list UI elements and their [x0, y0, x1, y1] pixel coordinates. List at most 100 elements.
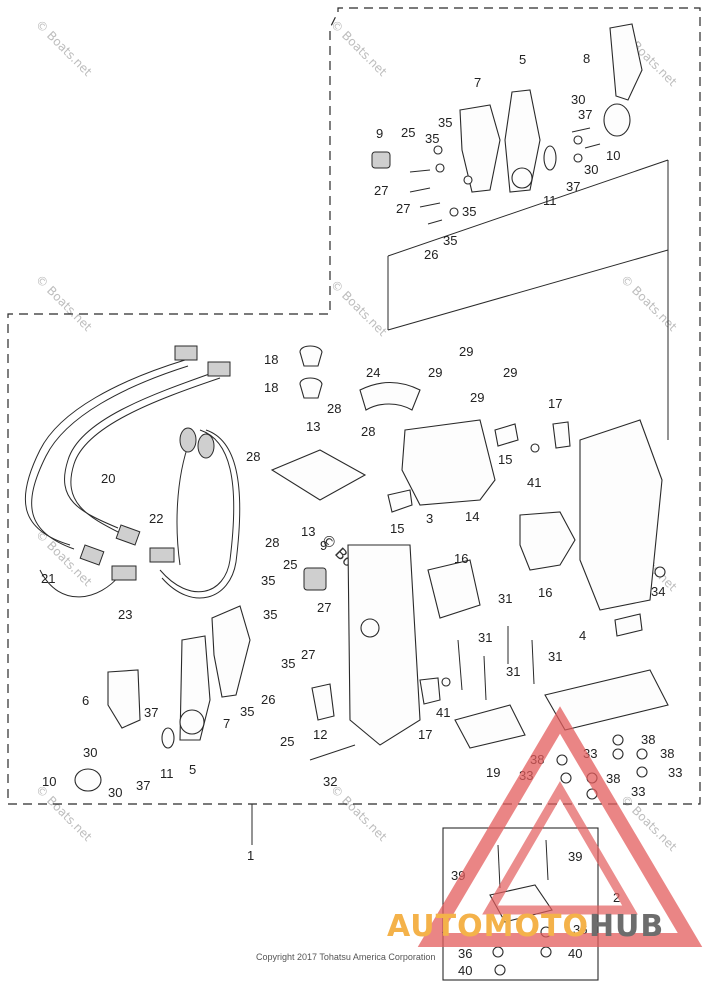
callout-24: 24	[366, 365, 380, 380]
gasket-19	[454, 704, 526, 749]
callout-3: 3	[426, 511, 433, 526]
callout-29: 29	[459, 344, 473, 359]
arm-hub-b	[179, 709, 205, 735]
housing-4	[579, 419, 663, 611]
grip-7	[459, 104, 501, 193]
callout-10: 10	[606, 148, 620, 163]
callout-11: 11	[543, 193, 557, 208]
callout-1: 1	[247, 848, 254, 863]
callout-18: 18	[264, 352, 278, 367]
callout-27: 27	[396, 201, 410, 216]
callout-9: 9	[320, 538, 327, 553]
callout-35: 35	[240, 704, 254, 719]
callout-8: 8	[583, 51, 590, 66]
callout-31: 31	[548, 649, 562, 664]
callout-35: 35	[462, 204, 476, 219]
callout-20: 20	[101, 471, 115, 486]
callout-9: 9	[376, 126, 383, 141]
callout-37: 37	[578, 107, 592, 122]
copyright-text: Copyright 2017 Tohatsu America Corporati…	[256, 952, 435, 962]
callout-25: 25	[280, 734, 294, 749]
connector	[111, 565, 137, 581]
callout-31: 31	[506, 664, 520, 679]
callout-35: 35	[425, 131, 439, 146]
logo-triangle-icon	[417, 706, 703, 947]
callout-27: 27	[301, 647, 315, 662]
watermark: © Boats.net	[328, 782, 390, 844]
bracket-17	[552, 421, 571, 449]
callout-38: 38	[641, 732, 655, 747]
callout-16: 16	[538, 585, 552, 600]
callout-40: 40	[458, 963, 472, 978]
callout-38: 38	[660, 746, 674, 761]
callout-6: 6	[82, 693, 89, 708]
clip-12	[311, 683, 335, 721]
brand-logo: AUTOMOTOHUB	[387, 706, 703, 947]
callout-40: 40	[568, 946, 582, 961]
shaft	[360, 618, 380, 638]
logo-text-auto: AUTOMOTO	[387, 909, 589, 944]
callout-26: 26	[261, 692, 275, 707]
callout-12: 12	[313, 727, 327, 742]
watermark-layer: © Boats.net © Boats.net © Boats.net © Bo…	[33, 17, 680, 854]
callout-14: 14	[465, 509, 479, 524]
cover-14	[401, 419, 496, 506]
grommet-18	[299, 345, 323, 367]
connector	[149, 547, 175, 563]
callout-11: 11	[160, 766, 174, 781]
control-box-3	[347, 544, 421, 746]
callout-29: 29	[503, 365, 517, 380]
clip-15b	[387, 489, 413, 513]
callout-37: 37	[566, 179, 580, 194]
plate-16b	[519, 511, 576, 571]
connector	[115, 524, 141, 546]
washer-11b	[161, 727, 175, 749]
logo-text-hub: HUB	[589, 909, 664, 944]
callout-36: 36	[458, 946, 472, 961]
callout-28: 28	[361, 424, 375, 439]
callout-31: 31	[498, 591, 512, 606]
callout-35: 35	[263, 607, 277, 622]
bracket-17b	[419, 677, 441, 705]
watermark: © Boats.net	[33, 272, 95, 334]
callout-29: 29	[428, 365, 442, 380]
callout-35: 35	[438, 115, 452, 130]
callout-28: 28	[265, 535, 279, 550]
wiring-harness	[24, 345, 241, 599]
callout-18: 18	[264, 380, 278, 395]
callout-32: 32	[323, 774, 337, 789]
callout-28: 28	[327, 401, 341, 416]
callout-33: 33	[631, 784, 645, 799]
bar-4	[614, 613, 643, 637]
callout-15: 15	[498, 452, 512, 467]
callout-38: 38	[606, 771, 620, 786]
enclosure-lines	[7, 7, 701, 981]
callout-19: 19	[486, 765, 500, 780]
cover-24	[359, 382, 421, 411]
callout-41: 41	[436, 705, 450, 720]
knob-10b	[74, 768, 102, 792]
callout-29: 29	[470, 390, 484, 405]
callout-30: 30	[571, 92, 585, 107]
grommet-18b	[299, 377, 323, 399]
connector	[79, 544, 105, 566]
watermark: © Boats.net	[328, 17, 390, 79]
callout-26: 26	[424, 247, 438, 262]
callout-39: 39	[568, 849, 582, 864]
connector	[179, 427, 197, 453]
watermark: © Boats.net	[618, 272, 680, 334]
callout-35: 35	[443, 233, 457, 248]
callout-23: 23	[118, 607, 132, 622]
callout-7: 7	[223, 716, 230, 731]
logo-triangle-inner-icon	[482, 781, 638, 915]
clip-15	[494, 423, 519, 447]
washer-11	[543, 145, 557, 171]
callout-21: 21	[41, 571, 55, 586]
handle-grip-8	[609, 23, 643, 101]
knob-10	[603, 103, 631, 137]
callout-25: 25	[283, 557, 297, 572]
callout-13: 13	[306, 419, 320, 434]
callout-10: 10	[42, 774, 56, 789]
cap-9b	[303, 567, 327, 591]
